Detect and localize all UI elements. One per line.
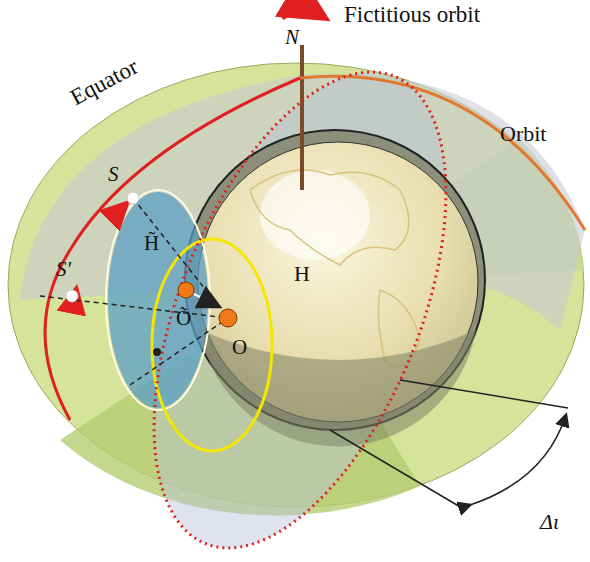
centre-label: O xyxy=(232,336,247,359)
plane-label: Equator xyxy=(66,54,142,111)
axis-label: N xyxy=(285,26,299,49)
figure-title-label: Fictitious orbit xyxy=(344,2,480,27)
orbit-label: Orbit xyxy=(500,122,546,146)
centre-label: Õ xyxy=(176,307,191,330)
point-label: S′ xyxy=(56,258,71,281)
point-label: S xyxy=(108,163,119,186)
circle-label: H̃ xyxy=(144,232,159,255)
circle-label: H xyxy=(294,262,310,286)
angle-label: Δι xyxy=(540,510,559,534)
